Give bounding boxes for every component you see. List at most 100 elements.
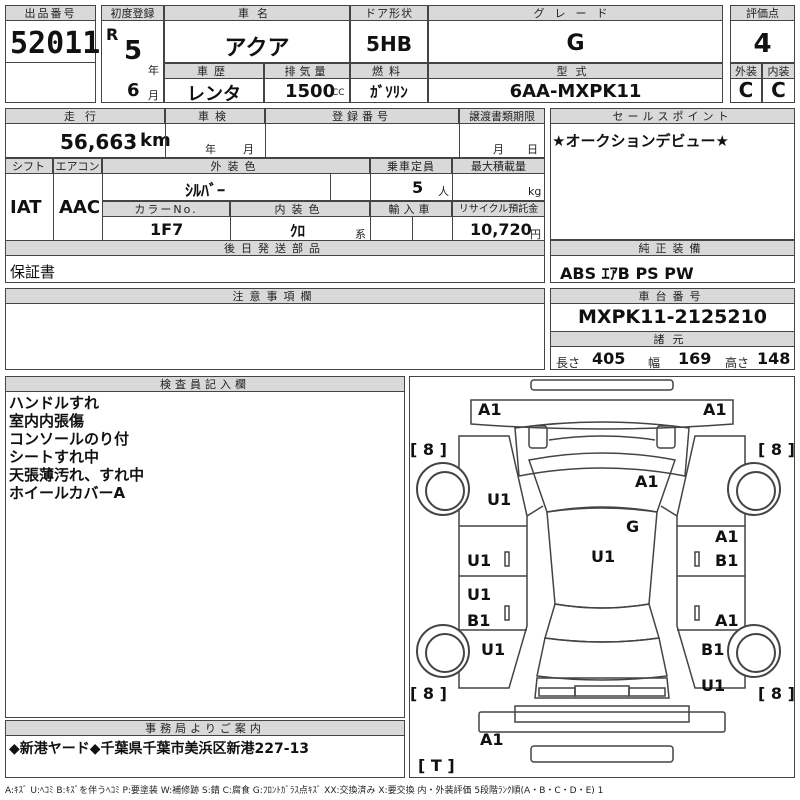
inspection-month-unit: 月 bbox=[243, 143, 254, 156]
tire-depth-rear-left: [ 8 ] bbox=[410, 684, 447, 703]
history: レンタ bbox=[187, 84, 241, 105]
chassis-label: 車台番号 bbox=[550, 288, 795, 304]
fuel-label: 燃料 bbox=[350, 63, 428, 79]
mileage: 56,663 bbox=[60, 130, 138, 154]
width-label: 幅 bbox=[648, 356, 661, 370]
damage-mark: U1 bbox=[591, 547, 616, 566]
aircon-label: エアコン bbox=[53, 158, 102, 174]
wheel-rear-left-icon bbox=[416, 624, 470, 678]
interior-grade: C bbox=[771, 78, 786, 102]
displacement: 1500 bbox=[285, 81, 336, 102]
lot-number-label: 出品番号 bbox=[5, 5, 96, 21]
inspector-note: コンソールのり付 bbox=[9, 430, 130, 448]
damage-mark: A1 bbox=[478, 400, 502, 419]
capacity: 5 bbox=[412, 178, 424, 197]
tire-depth-front-left: [ 8 ] bbox=[410, 440, 447, 459]
transfer-month-unit: 月 bbox=[493, 143, 504, 156]
car-name: アクア bbox=[224, 36, 290, 61]
cc-unit: CC bbox=[332, 88, 345, 98]
inspector-label: 検査員記入欄 bbox=[5, 376, 405, 392]
import-label: 輸入車 bbox=[370, 201, 452, 217]
month-unit: 月 bbox=[148, 89, 159, 102]
shift-divider bbox=[53, 158, 54, 240]
ext-color-sub-divider bbox=[330, 174, 331, 201]
damage-mark: U1 bbox=[487, 490, 512, 509]
equipment-label: 純正装備 bbox=[550, 240, 795, 256]
mileage-label: 走行 bbox=[5, 108, 165, 124]
damage-mark: B1 bbox=[701, 640, 725, 659]
spec-label: 諸元 bbox=[550, 331, 795, 347]
office-label: 事務局よりご案内 bbox=[5, 720, 405, 736]
spare-tire-mark: [ T ] bbox=[418, 756, 455, 775]
transfer-doc-label: 譲渡書類期限 bbox=[459, 108, 545, 124]
score-label: 評価点 bbox=[730, 5, 795, 21]
info-row-line-1 bbox=[5, 157, 545, 158]
exterior-color: ｼﾙﾊﾞｰ bbox=[185, 181, 226, 200]
history-label: 車歴 bbox=[164, 63, 264, 79]
capacity-label: 乗車定員 bbox=[370, 158, 452, 174]
later-parts-box bbox=[5, 255, 545, 283]
transfer-day-unit: 日 bbox=[527, 143, 538, 156]
height: 148 bbox=[757, 349, 791, 368]
inspection-label: 車検 bbox=[165, 108, 265, 124]
damage-mark: A1 bbox=[703, 400, 727, 419]
sales-point-box bbox=[550, 108, 795, 240]
damage-mark: A1 bbox=[715, 611, 739, 630]
grade-label: グレード bbox=[428, 5, 723, 21]
tire-depth-front-right: [ 8 ] bbox=[758, 440, 795, 459]
car-name-label: 車名 bbox=[164, 5, 350, 21]
inspector-note: シートすれ中 bbox=[9, 448, 100, 466]
score: 4 bbox=[753, 29, 772, 59]
exterior-grade: C bbox=[738, 78, 754, 102]
height-label: 高さ bbox=[725, 356, 750, 370]
shift: IAT bbox=[10, 197, 42, 218]
lot-number-box bbox=[5, 5, 96, 103]
office-text: ◆新港ヤード◆千葉県千葉市美浜区新港227-13 bbox=[9, 741, 310, 757]
max-load-divider bbox=[452, 158, 453, 240]
first-reg-month: 6 bbox=[127, 80, 140, 101]
model-code: 6AA-MXPK11 bbox=[509, 81, 642, 102]
damage-mark: B1 bbox=[467, 611, 491, 630]
first-registration-box bbox=[101, 5, 164, 103]
aircon-divider bbox=[102, 158, 103, 240]
damage-diagram-box bbox=[409, 376, 795, 778]
transfer-divider bbox=[459, 108, 460, 157]
equipment: ABS ｴｱB PS PW bbox=[560, 264, 694, 283]
recycle-unit: 円 bbox=[530, 228, 541, 241]
damage-mark: A1 bbox=[480, 730, 504, 749]
displacement-label: 排気量 bbox=[264, 63, 350, 79]
damage-mark: U1 bbox=[701, 676, 726, 695]
model-label: 型式 bbox=[428, 63, 723, 79]
interior-grade-label: 内装 bbox=[762, 63, 795, 79]
fuel: ｶﾞｿﾘﾝ bbox=[370, 83, 408, 101]
inspector-box bbox=[5, 376, 405, 718]
door-label: ドア形状 bbox=[350, 5, 428, 21]
damage-mark: U1 bbox=[481, 640, 506, 659]
max-load-label: 最大積載量 bbox=[452, 158, 545, 174]
chassis-number: MXPK11-2125210 bbox=[577, 306, 768, 328]
sales-point-text: ★オークションデビュー★ bbox=[552, 132, 729, 150]
first-reg-year: 5 bbox=[124, 36, 143, 66]
grade: G bbox=[566, 31, 585, 56]
wheel-front-right-icon bbox=[727, 462, 781, 516]
shift-label: シフト bbox=[5, 158, 53, 174]
era-mark: R bbox=[106, 25, 119, 44]
first-registration-label: 初度登録 bbox=[101, 5, 164, 21]
inspection-divider bbox=[165, 108, 166, 157]
exterior-color-label: 外装色 bbox=[102, 158, 370, 174]
color-number-label: カラーNo. bbox=[102, 201, 230, 217]
lot-number: 52011 bbox=[10, 26, 101, 61]
length: 405 bbox=[592, 349, 626, 368]
length-label: 長さ bbox=[556, 356, 581, 370]
reg-divider bbox=[265, 108, 266, 157]
mileage-unit: km bbox=[140, 130, 171, 151]
inspector-notes: ハンドルすれ 室内内張傷 コンソールのり付 シートすれ中 天張薄汚れ、すれ中 ホ… bbox=[9, 394, 144, 502]
inspector-note: ホイールカバーA bbox=[9, 484, 126, 502]
max-load-unit: kg bbox=[528, 185, 542, 198]
inspection-year-unit: 年 bbox=[205, 143, 216, 156]
car-outline bbox=[458, 379, 746, 763]
registration-number-label: 登録番号 bbox=[265, 108, 459, 124]
info-block bbox=[5, 108, 545, 255]
capacity-unit: 人 bbox=[438, 185, 449, 198]
capacity-divider bbox=[370, 158, 371, 240]
